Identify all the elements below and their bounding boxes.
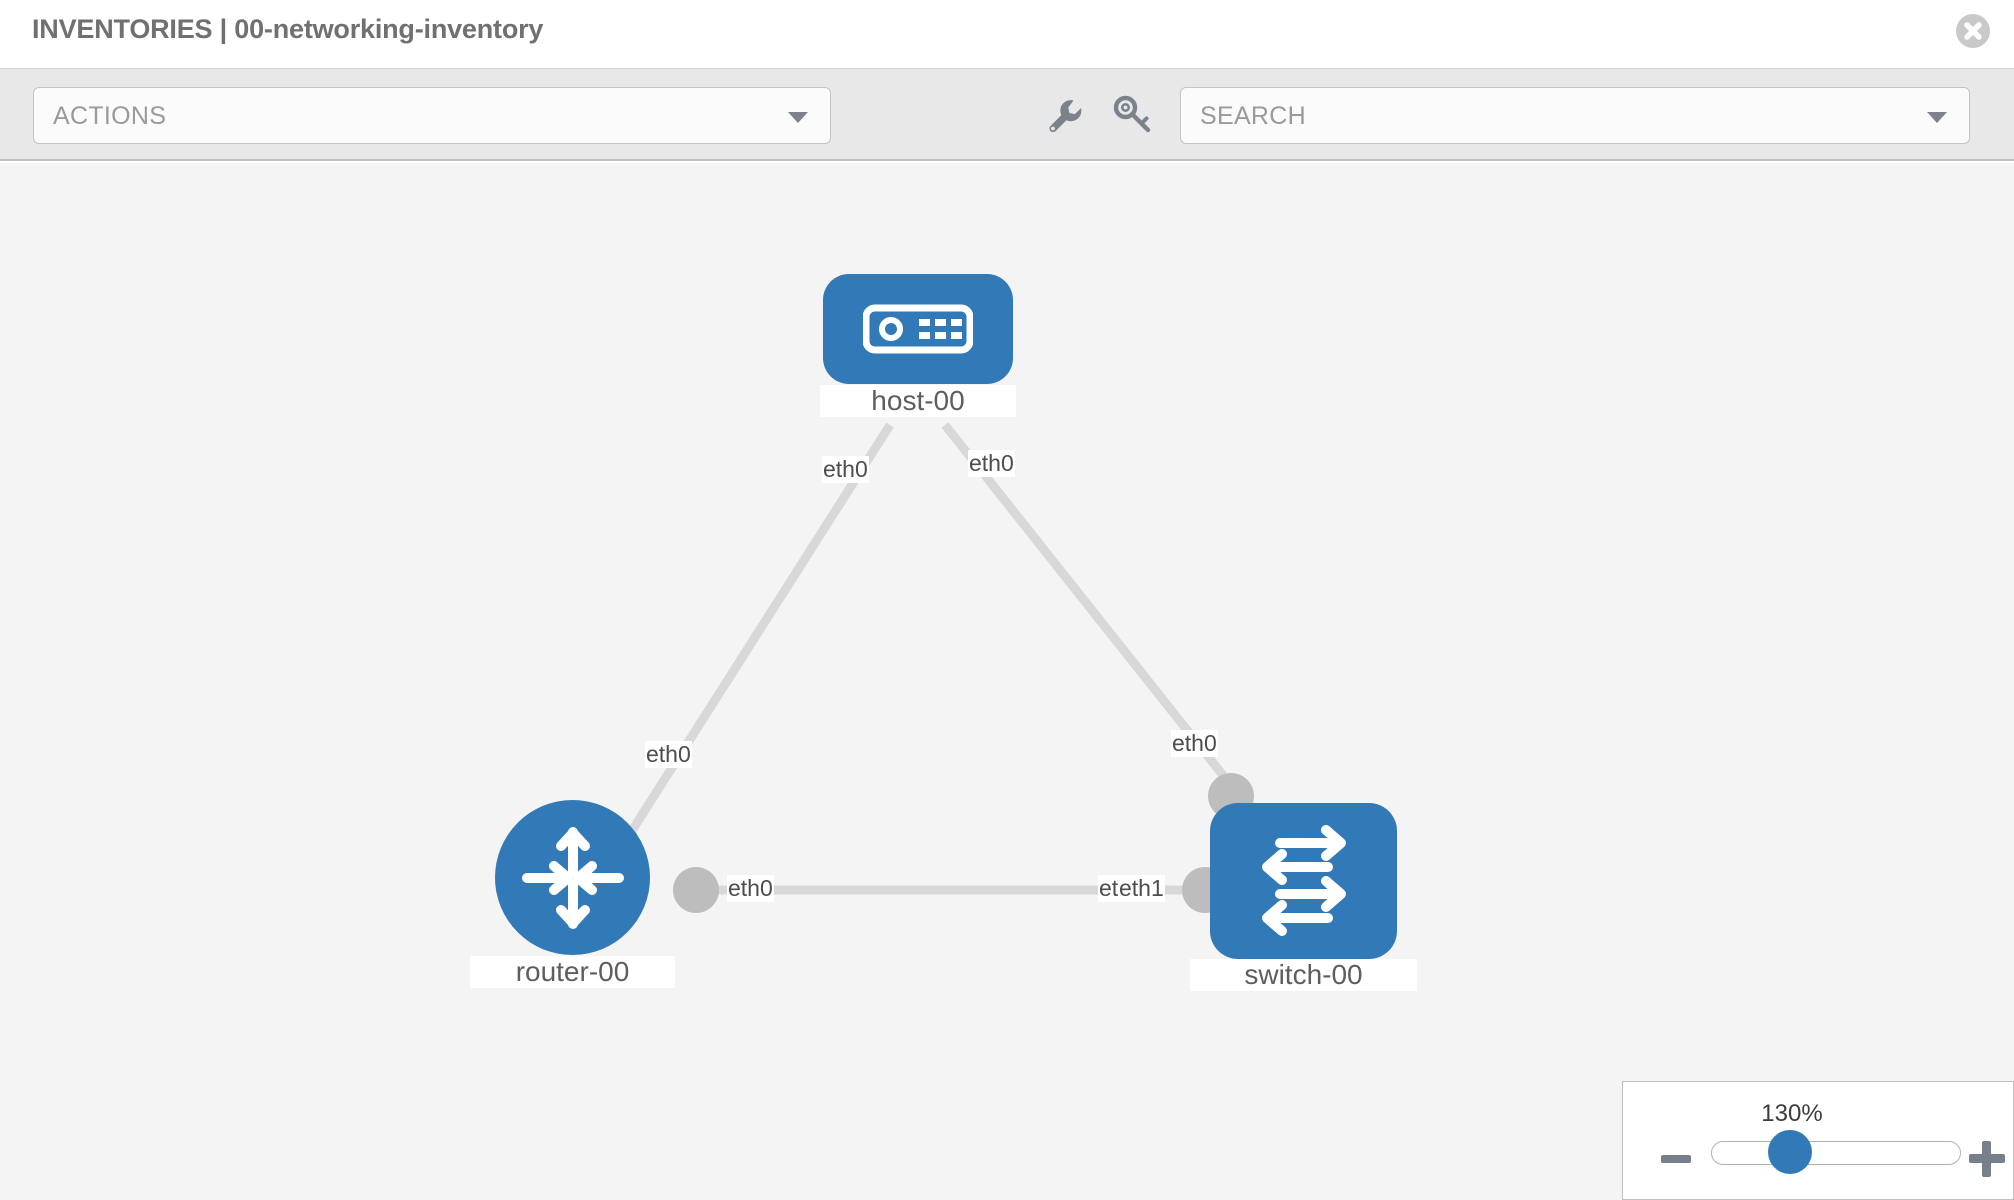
page-title: INVENTORIES | 00-networking-inventory — [32, 14, 544, 44]
plus-icon-horizontal — [1969, 1154, 2005, 1163]
node-host-00-shape[interactable] — [823, 274, 1013, 384]
node-switch-00-label: switch-00 — [1190, 959, 1417, 991]
zoom-out-button[interactable] — [1653, 1139, 1701, 1179]
zoom-slider-handle[interactable] — [1768, 1130, 1812, 1174]
edge-label-host-left: eth0 — [822, 456, 869, 483]
key-icon[interactable] — [1108, 91, 1156, 139]
switch-arrows-icon — [1261, 825, 1346, 936]
actions-dropdown-label: ACTIONS — [53, 102, 167, 130]
search-placeholder-label: SEARCH — [1200, 102, 1306, 130]
close-glyph — [1964, 22, 1982, 40]
zoom-level-label: 130% — [1761, 1100, 1823, 1127]
wrench-icon[interactable] — [1040, 91, 1088, 139]
topology-canvas[interactable]: host-00 router-00 — [0, 163, 2014, 1200]
close-icon[interactable] — [1956, 14, 1990, 48]
wrench-glyph — [1049, 100, 1082, 133]
node-router-00[interactable]: router-00 — [470, 800, 675, 988]
toolbar: ACTIONS SEARCH — [0, 68, 2014, 161]
edge-label-host-right: eth0 — [968, 450, 1015, 477]
port-router-right[interactable] — [673, 867, 719, 913]
node-host-00[interactable]: host-00 — [820, 274, 1016, 417]
edge-label-switch-left-b: eth1 — [1118, 875, 1165, 902]
minus-icon — [1661, 1155, 1691, 1163]
node-host-00-label: host-00 — [820, 385, 1016, 417]
node-router-00-label: router-00 — [470, 956, 675, 988]
edge-host-router — [601, 422, 894, 876]
router-arrows-icon — [521, 826, 624, 929]
search-input[interactable]: SEARCH — [1180, 87, 1970, 144]
node-router-00-shape[interactable] — [495, 800, 650, 955]
edge-label-router-right: eth0 — [727, 875, 774, 902]
chevron-down-icon — [1927, 111, 1947, 123]
node-switch-00[interactable]: switch-00 — [1190, 803, 1417, 991]
zoom-slider-track[interactable] — [1711, 1141, 1961, 1165]
node-switch-00-shape[interactable] — [1210, 803, 1397, 959]
key-glyph — [1113, 95, 1151, 133]
edge-label-switch-up: eth0 — [1171, 730, 1218, 757]
chevron-down-icon — [788, 111, 808, 123]
zoom-control-panel: 130% — [1622, 1081, 2014, 1200]
actions-dropdown[interactable]: ACTIONS — [33, 87, 831, 144]
zoom-in-button[interactable] — [1965, 1137, 2009, 1181]
server-icon — [863, 304, 973, 354]
page-header: INVENTORIES | 00-networking-inventory — [0, 0, 2014, 68]
edge-label-router-up: eth0 — [645, 741, 692, 768]
